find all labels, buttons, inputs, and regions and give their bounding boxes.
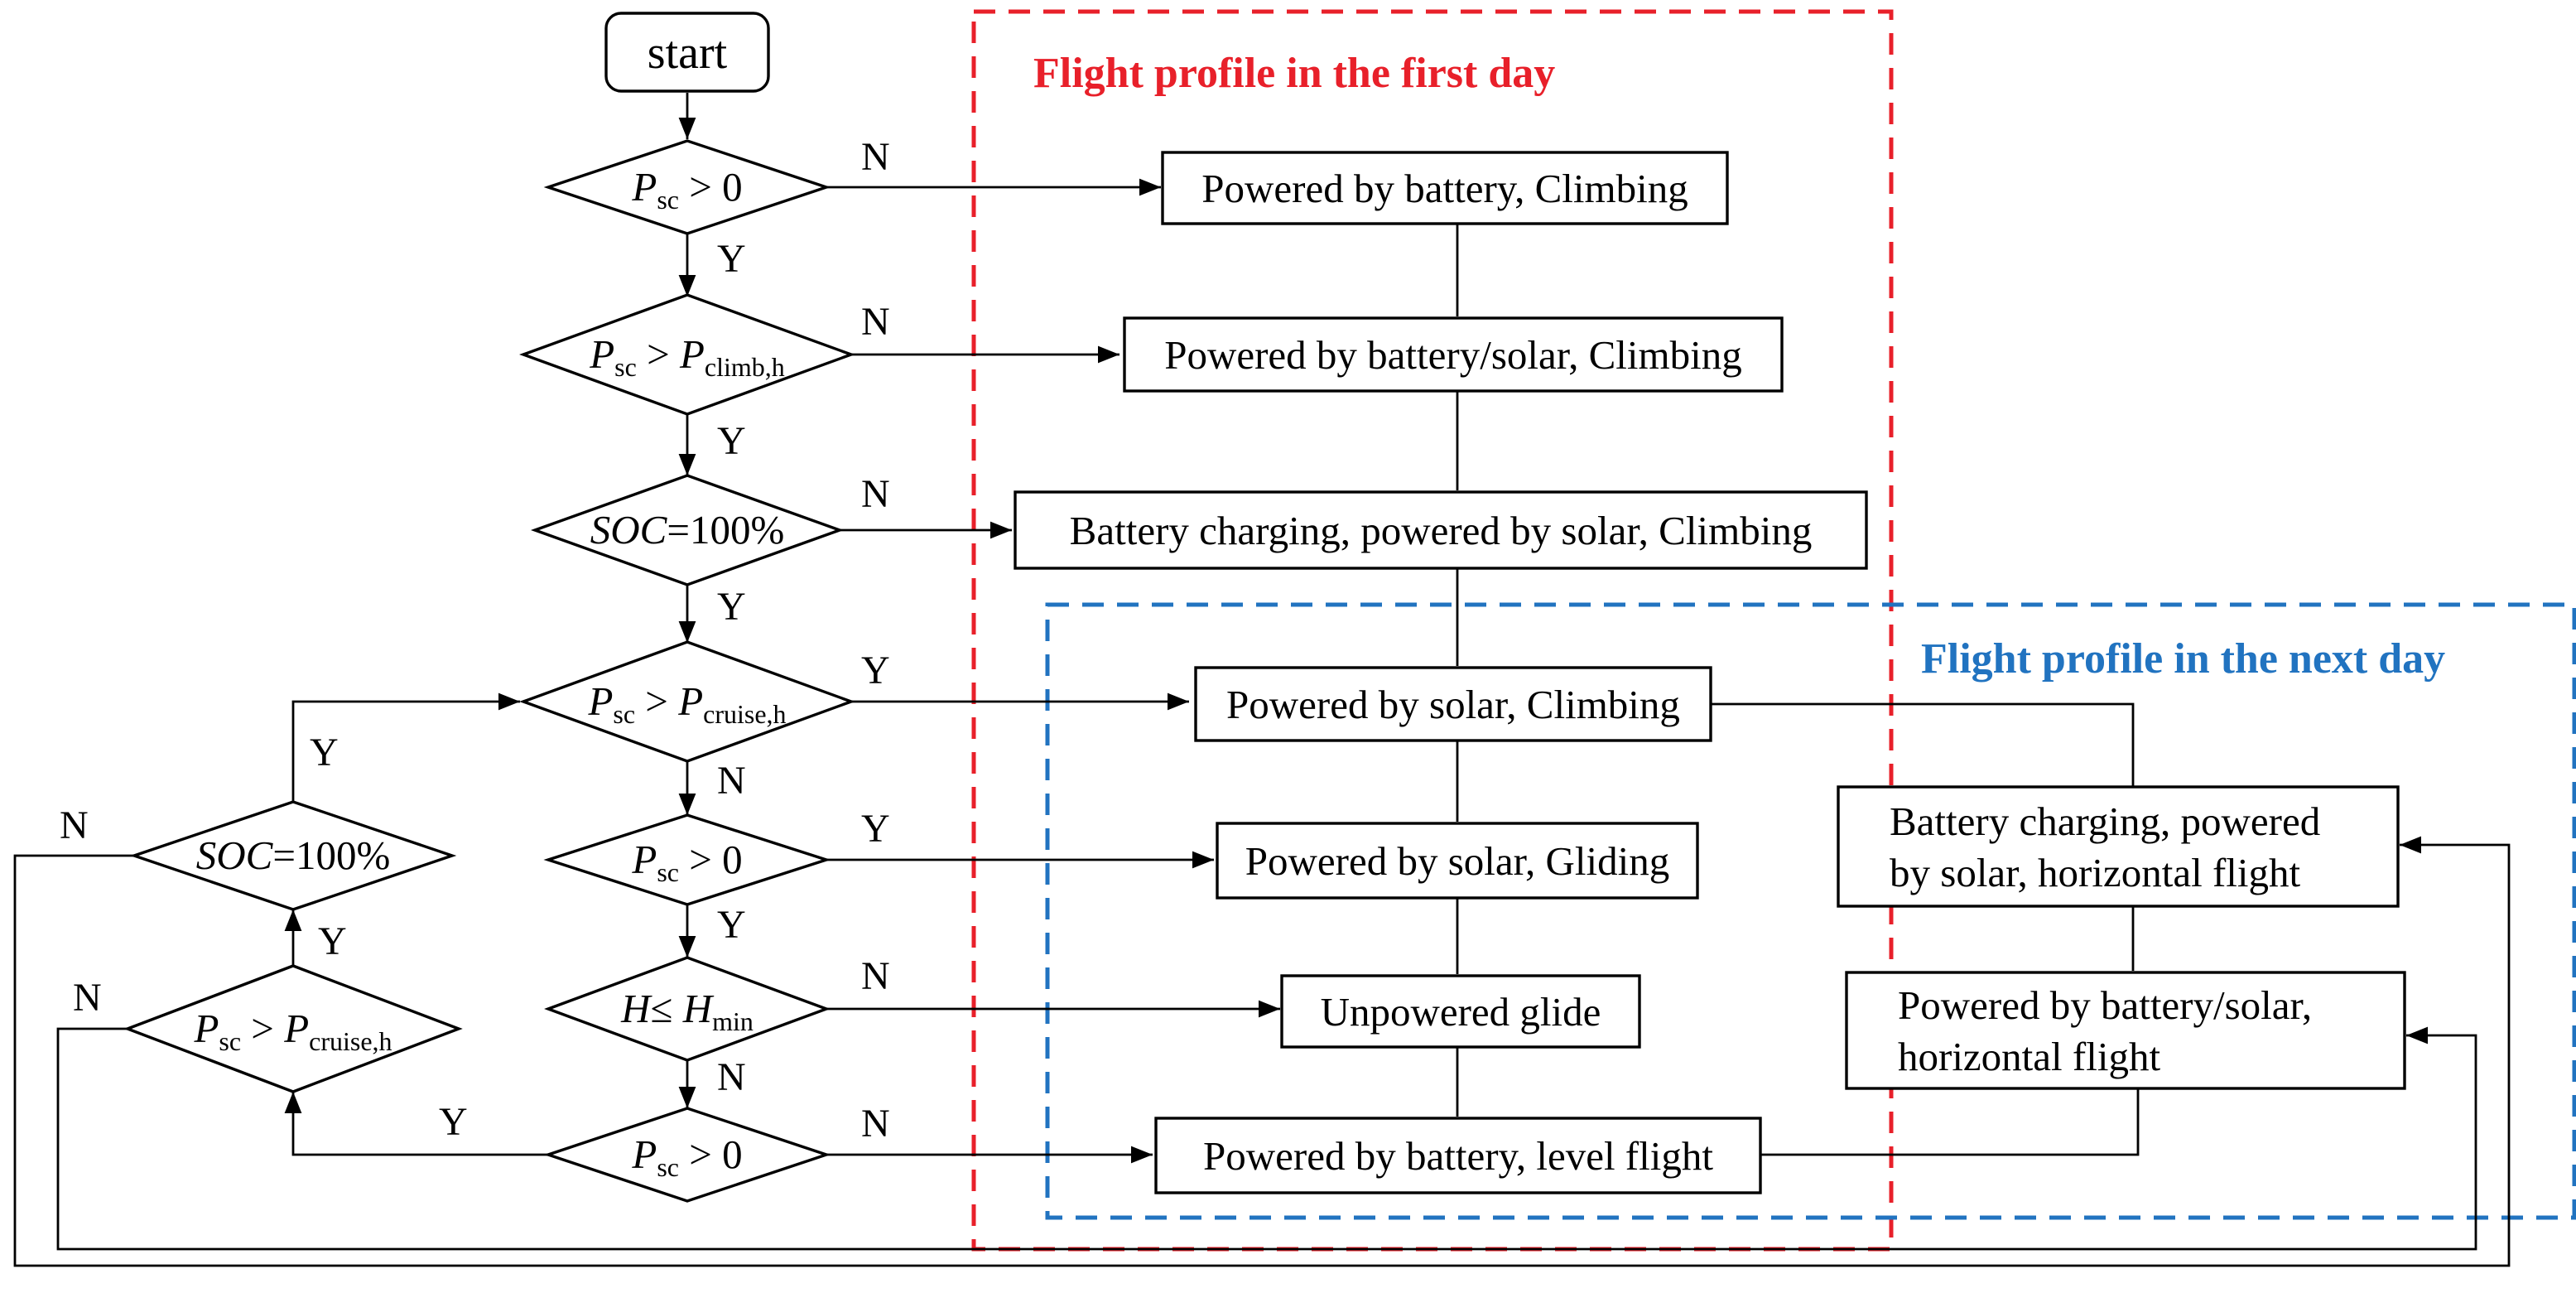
decision-diamond (519, 293, 855, 416)
process-powered-by-battery-solar-horizontal: Powered by battery/solar, horizontal flig… (1845, 971, 2406, 1090)
decision-diamond (544, 956, 831, 1062)
process-box (1194, 666, 1712, 742)
decision-condition: Psc > 0 (631, 1131, 742, 1182)
decision-psc-gt-pcruise-loop: Psc > Pcruise,h (123, 964, 463, 1093)
edge-label-d9-no: N (73, 976, 102, 1020)
decision-psc-gt-pcruise: Psc > Pcruise,h (519, 640, 855, 763)
process-box (1216, 822, 1699, 900)
process-box (1154, 1117, 1762, 1194)
start-label: start (648, 27, 728, 79)
decision-psc-gt-0-second: Psc > 0 (543, 813, 831, 906)
process-powered-by-battery-climbing: Powered by battery, Climbing (1161, 151, 1729, 225)
process-unpowered-glide: Unpowered glide (1280, 974, 1641, 1049)
decision-diamond (519, 640, 855, 763)
process-label-line: Powered by battery/solar, Climbing (1164, 332, 1742, 378)
edge-label-d2-yes: Y (717, 419, 746, 463)
first-day-region-title: Flight profile in the first day (1033, 50, 1555, 97)
decision-psc-gt-0-third: Psc > 0 (543, 1107, 831, 1203)
decision-condition: Psc > Pcruise,h (587, 678, 786, 729)
arrow-d8-to-b8 (13, 836, 2511, 1267)
edge-label-d5-yes: Y (861, 807, 890, 851)
decision-diamond (530, 474, 845, 586)
edge-label-d4-yes: Y (861, 649, 890, 692)
decision-condition: Psc > Pcruise,h (193, 1006, 392, 1056)
next-day-region-title: Flight profile in the next day (1921, 635, 2445, 683)
edge-label-d2-no: N (861, 300, 890, 344)
edge-label-d1-no: N (861, 135, 890, 179)
edge-label-d5-yes-down: Y (717, 903, 746, 947)
line-b7-to-b9 (1760, 1088, 2140, 1156)
process-label-line: by solar, horizontal flight (1890, 850, 2300, 895)
decision-condition: Psc > Pclimb,h (589, 331, 785, 382)
process-battery-charging-solar-horizontal: Battery charging, powered by solar, horiz… (1837, 785, 2400, 908)
arrow-d8-to-d4 (291, 692, 520, 802)
process-powered-by-battery-solar-climbing: Powered by battery/solar, Climbing (1123, 316, 1784, 393)
edge-label-d7-no: N (861, 1102, 890, 1146)
line-b4-to-b8 (1711, 702, 2135, 787)
process-label-line: Powered by battery, level flight (1203, 1133, 1713, 1179)
process-label-line: Powered by battery, Climbing (1201, 166, 1688, 211)
process-label-line: Powered by solar, Climbing (1226, 682, 1680, 727)
decision-diamond (123, 964, 463, 1093)
edge-label-d8-yes: Y (310, 731, 339, 774)
arrow-d9-to-b9 (56, 1026, 2477, 1251)
decision-psc-gt-pclimb: Psc > Pclimb,h (519, 293, 855, 416)
decision-condition: H≤ Hmin (620, 986, 754, 1036)
decision-psc-gt-0: Psc > 0 (543, 139, 831, 235)
process-box (1837, 785, 2400, 908)
process-label-line: Battery charging, powered (1890, 798, 2320, 844)
process-powered-by-solar-climbing: Powered by solar, Climbing (1194, 666, 1712, 742)
process-powered-by-solar-gliding: Powered by solar, Gliding (1216, 822, 1699, 900)
process-box (1014, 490, 1868, 570)
process-battery-charging-solar-climbing: Battery charging, powered by solar, Clim… (1014, 490, 1868, 570)
edge-label-d6-no-down: N (717, 1055, 746, 1099)
decision-condition: SOC=100% (196, 832, 391, 878)
process-box (1280, 974, 1641, 1049)
edge-label-d9-yes: Y (318, 919, 347, 963)
edge-label-d7-yes: Y (439, 1100, 468, 1144)
connector-lines (13, 93, 2511, 1267)
edge-label-d1-yes: Y (717, 237, 746, 281)
edge-label-d8-no: N (60, 803, 89, 847)
next-day-region-frame (1045, 602, 2576, 1220)
decision-condition: Psc > 0 (631, 837, 742, 887)
arrow-d7-to-d9 (284, 1092, 548, 1156)
decision-soc-100-loop: SOC=100% (129, 800, 457, 911)
decision-diamond (543, 1107, 831, 1203)
process-label-line: Powered by battery/solar, (1898, 982, 2312, 1028)
edge-label-d6-no: N (861, 954, 890, 998)
process-box (1845, 971, 2406, 1090)
edge-label-d4-no: N (717, 759, 746, 803)
start-terminal: start (604, 12, 770, 93)
decision-condition: SOC=100% (590, 507, 785, 552)
process-powered-by-battery-level-flight: Powered by battery, level flight (1154, 1117, 1762, 1194)
edge-labels: N Y N Y N Y Y N Y Y N N N Y Y Y N N (60, 135, 890, 1146)
process-box (1161, 151, 1729, 225)
decision-diamond (543, 813, 831, 906)
process-label-line: Unpowered glide (1321, 989, 1601, 1035)
decision-condition: Psc > 0 (631, 164, 742, 215)
process-label-line: Powered by solar, Gliding (1245, 838, 1669, 884)
process-label-line: horizontal flight (1898, 1034, 2160, 1079)
edge-label-d3-no: N (861, 472, 890, 516)
decision-soc-100: SOC=100% (530, 474, 845, 586)
decision-diamond (129, 800, 457, 911)
process-box (1123, 316, 1784, 393)
process-label-line: Battery charging, powered by solar, Clim… (1070, 508, 1813, 553)
decision-h-le-hmin: H≤ Hmin (544, 956, 831, 1062)
edge-label-d3-yes: Y (717, 585, 746, 629)
decision-diamond (543, 139, 831, 235)
